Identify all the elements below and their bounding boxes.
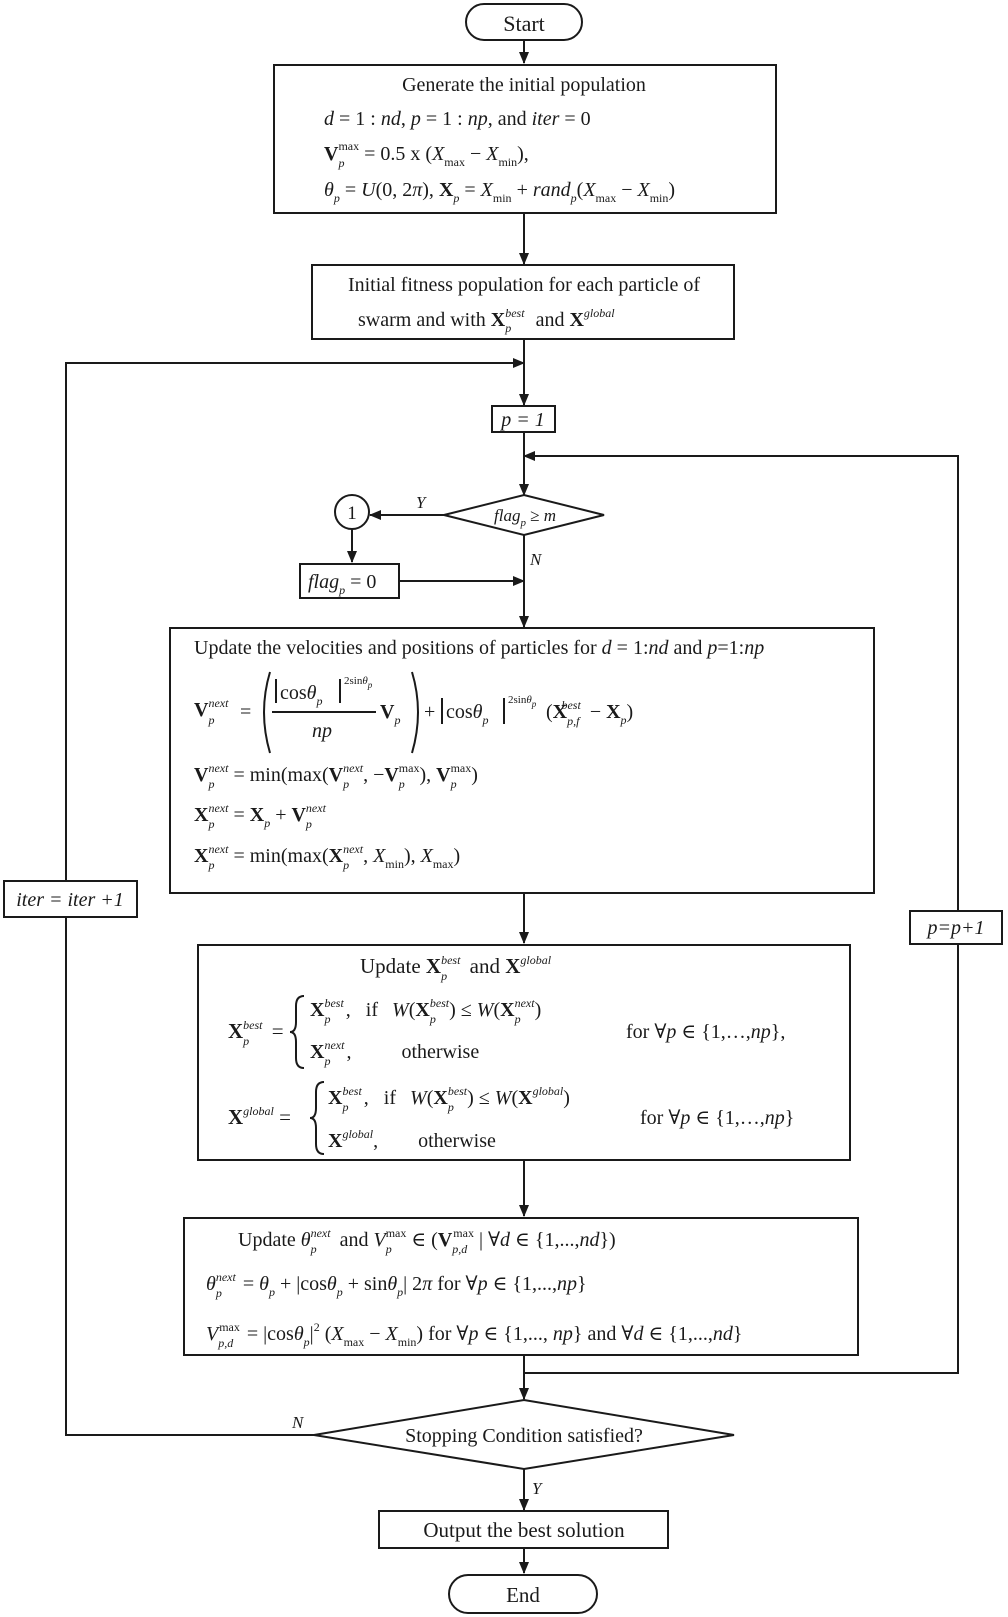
gbest-otherwise: otherwise — [418, 1130, 496, 1152]
update-best-word: Update — [360, 954, 421, 978]
output-label: Output the best solution — [423, 1518, 625, 1542]
update-theta-word: Update — [238, 1229, 296, 1251]
pbest-case-2: Xpnext,otherwise — [310, 1038, 479, 1068]
fitness-swarm-text: swarm and with — [358, 309, 486, 331]
svg-text:2sinθp: 2sinθp — [344, 675, 373, 690]
iter-increment-label: iter = iter +1 — [16, 889, 124, 911]
init-eq-1: d = 1 : nd, p = 1 : np, and iter = 0 — [324, 108, 591, 130]
update-theta-and: and — [340, 1229, 369, 1251]
start-label: Start — [503, 11, 545, 36]
yes-label-stop: Y — [532, 1479, 543, 1498]
update-best-title: Update Xpbest and Xglobal — [360, 953, 552, 983]
svg-text:np: np — [312, 720, 332, 742]
velocity-equation-1: Vpnext = cosθp 2sinθp np Vp + cosθp 2sin… — [194, 671, 633, 754]
gbest-if: if — [384, 1087, 397, 1109]
no-label: N — [529, 550, 543, 569]
end-label: End — [506, 1583, 540, 1607]
p-init-label: p = 1 — [499, 409, 545, 431]
iter-increment-box: iter = iter +1 — [3, 880, 138, 918]
fitness-and-text: and — [536, 309, 565, 331]
gbest-lhs: Xglobal = — [228, 1104, 291, 1129]
p-increment-box: p=p+1 — [909, 910, 1003, 945]
pbest-if: if — [366, 999, 379, 1021]
init-population-box: Generate the initial population d = 1 : … — [273, 64, 777, 214]
p-init-box: p = 1 — [491, 405, 556, 433]
flag-reset-box: flagp = 0 — [299, 563, 400, 599]
pbest-forall: for ∀p ∈ {1,…,np}, — [626, 1021, 785, 1043]
yes-label: Y — [416, 493, 427, 512]
velocity-equation-2: Vpnext = min(max(Vpnext, −Vpmax), Vpmax) — [194, 761, 478, 791]
init-eq-2: Vpmax = 0.5 x (Xmax − Xmin), — [324, 139, 529, 170]
update-velocity-box: Update the velocities and positions of p… — [169, 627, 875, 894]
fitness-line-1: Initial fitness population for each part… — [348, 274, 700, 296]
update-theta-box: Update θpnext and Vpmax ∈ (Vp,dmax | ∀d … — [183, 1217, 859, 1356]
gbest-case-2: Xglobal,otherwise — [328, 1127, 496, 1152]
svg-text:2sinθp: 2sinθp — [508, 694, 537, 709]
update-best-and: and — [470, 954, 501, 978]
initial-fitness-box: Initial fitness population for each part… — [311, 264, 735, 340]
svg-text:=: = — [240, 701, 251, 723]
start-terminal: Start — [465, 3, 583, 41]
pbest-lhs: Xpbest = — [228, 1018, 284, 1048]
velocity-equation-4: Xpnext = min(max(Xpnext, Xmin), Xmax) — [194, 842, 460, 872]
flag-decision: flagp ≥ m — [443, 493, 605, 537]
connector-circle: 1 — [334, 494, 370, 530]
update-velocity-title: Update the velocities and positions of p… — [194, 637, 764, 659]
flag-condition: flagp ≥ m — [494, 506, 556, 529]
init-title: Generate the initial population — [402, 74, 646, 96]
gbest-forall: for ∀p ∈ {1,…,np} — [640, 1107, 794, 1129]
velocity-equation-3: Xpnext = Xp + Vpnext — [194, 801, 327, 831]
svg-text:+: + — [424, 701, 435, 723]
svg-text:Vp: Vp — [380, 701, 400, 727]
flag-reset-label: flagp = 0 — [308, 571, 376, 597]
stopping-decision: Stopping Condition satisfied? — [313, 1398, 735, 1471]
end-terminal: End — [448, 1574, 598, 1614]
no-label-stop: N — [291, 1413, 305, 1432]
output-box: Output the best solution — [378, 1510, 669, 1549]
fitness-line-2: swarm and with Xpbest and Xglobal — [358, 306, 615, 335]
p-increment-label: p=p+1 — [926, 917, 985, 939]
stopping-label: Stopping Condition satisfied? — [405, 1425, 643, 1447]
svg-text:cosθp: cosθp — [280, 682, 323, 708]
update-best-box: Update Xpbest and Xglobal Xpbest = Xpbes… — [197, 944, 851, 1161]
svg-text:Vpnext: Vpnext — [194, 696, 229, 727]
pbest-otherwise: otherwise — [401, 1041, 479, 1063]
connector-label: 1 — [347, 503, 357, 524]
init-eq-3: θp = U(0, 2π), Xp = Xmin + randp(Xmax − … — [324, 179, 675, 205]
svg-text:cosθp: cosθp — [446, 701, 489, 727]
